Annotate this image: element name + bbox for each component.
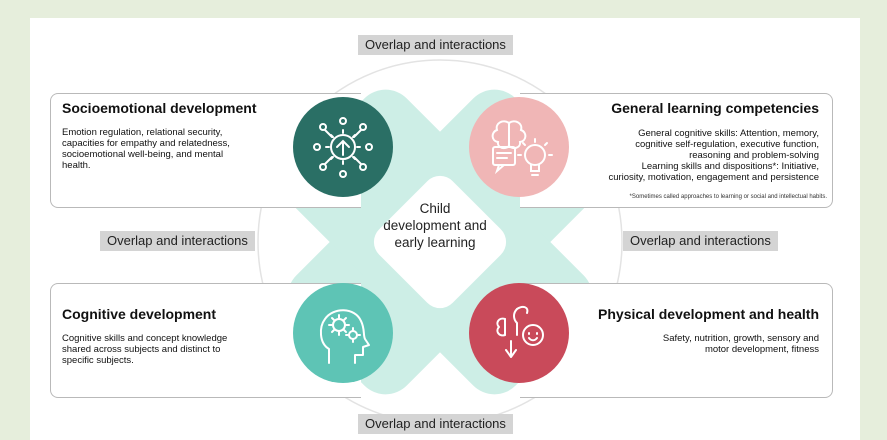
head-gears-icon bbox=[319, 309, 370, 364]
desc-line: curiosity, motivation, engagement and pe… bbox=[608, 172, 819, 183]
general-learning-box bbox=[520, 93, 833, 208]
center-line: Child bbox=[419, 201, 451, 216]
desc-line: motor development, fitness bbox=[704, 344, 819, 355]
desc-line: Safety, nutrition, growth, sensory and bbox=[662, 333, 819, 344]
overlap-label-left: Overlap and interactions bbox=[100, 231, 255, 251]
brain-lightbulb-icon bbox=[491, 120, 553, 176]
physical-title: Physical development and health bbox=[598, 306, 819, 322]
desc-line: Emotion regulation, relational security, bbox=[62, 127, 223, 138]
center-label: Child development and early learning bbox=[370, 200, 500, 251]
physical-box bbox=[520, 283, 833, 398]
desc-line: socioemotional well-being, and mental bbox=[62, 149, 224, 160]
network-gears-icon bbox=[313, 117, 373, 178]
desc-line: capacities for empathy and relatedness, bbox=[62, 138, 230, 149]
desc-line: General cognitive skills: Attention, mem… bbox=[638, 128, 819, 139]
body-health-icon bbox=[496, 305, 544, 358]
general-learning-title: General learning competencies bbox=[611, 100, 819, 116]
physical-circle bbox=[469, 283, 569, 383]
cognitive-circle bbox=[293, 283, 393, 383]
desc-line: cognitive self-regulation, executive fun… bbox=[635, 139, 819, 150]
desc-line: health. bbox=[62, 160, 91, 171]
desc-line: specific subjects. bbox=[62, 355, 134, 366]
overlap-label-top: Overlap and interactions bbox=[358, 35, 513, 55]
general-learning-description: General cognitive skills: Attention, mem… bbox=[559, 128, 819, 183]
cognitive-description: Cognitive skills and concept knowledge s… bbox=[62, 333, 282, 366]
center-square bbox=[373, 175, 507, 309]
center-line: early learning bbox=[394, 235, 476, 250]
socioemotional-title: Socioemotional development bbox=[62, 100, 257, 116]
overlap-label-bottom: Overlap and interactions bbox=[358, 414, 513, 434]
desc-line: Learning skills and dispositions*: Initi… bbox=[641, 161, 819, 172]
overlap-label-right: Overlap and interactions bbox=[623, 231, 778, 251]
desc-line: Cognitive skills and concept knowledge bbox=[62, 333, 228, 344]
desc-line: shared across subjects and distinct to bbox=[62, 344, 221, 355]
socioemotional-circle bbox=[293, 97, 393, 197]
general-learning-footnote: *Sometimes called approaches to learning… bbox=[629, 194, 827, 200]
physical-description: Safety, nutrition, growth, sensory and m… bbox=[579, 333, 819, 355]
center-line: development and bbox=[383, 218, 487, 233]
socioemotional-description: Emotion regulation, relational security,… bbox=[62, 127, 282, 171]
cognitive-title: Cognitive development bbox=[62, 306, 217, 322]
desc-line: reasoning and problem-solving bbox=[689, 150, 819, 161]
general-learning-circle bbox=[469, 97, 569, 197]
